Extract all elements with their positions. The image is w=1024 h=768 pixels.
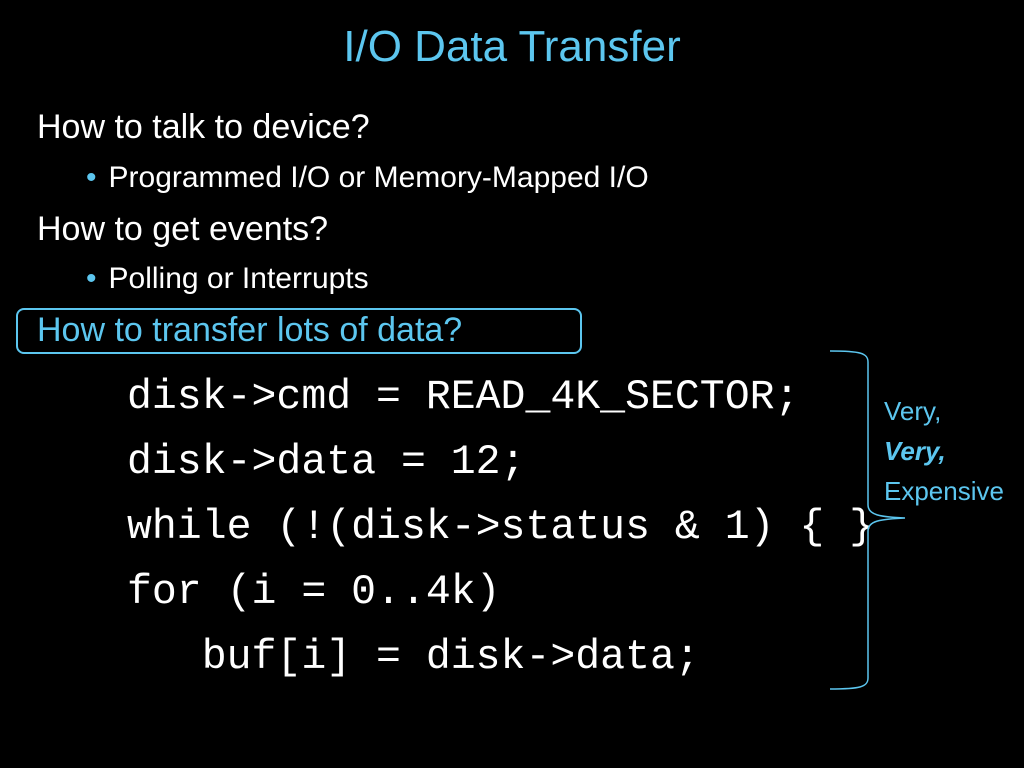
code-line: disk->data = 12; [127, 439, 526, 486]
bullet-item: • Programmed I/O or Memory-Mapped I/O [86, 161, 649, 195]
code-line: for (i = 0..4k) [127, 569, 501, 616]
bullet-icon: • [86, 262, 97, 295]
question-transfer-data: How to transfer lots of data? [37, 311, 463, 349]
bullet-item: • Polling or Interrupts [86, 262, 369, 296]
highlight-box [16, 308, 582, 354]
bullet-icon: • [86, 161, 97, 194]
question-get-events: How to get events? [37, 210, 329, 248]
annotation-very-emphasis: Very, [884, 436, 946, 466]
code-line: disk->cmd = READ_4K_SECTOR; [127, 374, 800, 421]
code-line: while (!(disk->status & 1) { } [127, 504, 875, 551]
code-line: buf[i] = disk->data; [127, 634, 700, 681]
annotation-very: Very, [884, 396, 942, 426]
slide-title: I/O Data Transfer [343, 22, 681, 71]
annotation-expensive: Expensive [884, 476, 1004, 506]
bullet-text: Polling or Interrupts [108, 262, 369, 295]
question-talk-to-device: How to talk to device? [37, 108, 370, 146]
bullet-text: Programmed I/O or Memory-Mapped I/O [108, 161, 649, 194]
